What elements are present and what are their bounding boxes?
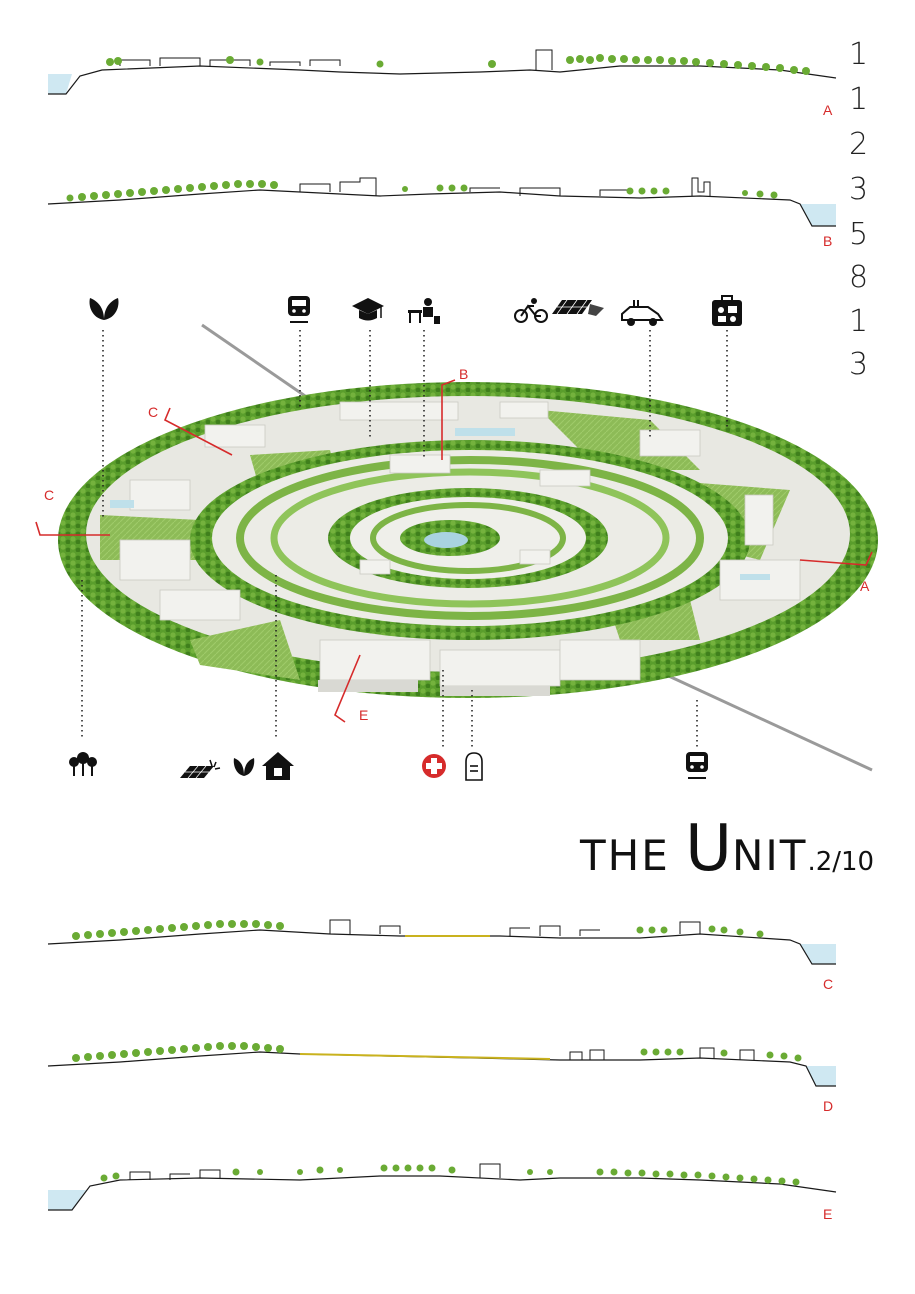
trees-icon — [69, 752, 97, 776]
title-word-nit: NIT — [731, 831, 808, 880]
section-d — [47, 1042, 836, 1087]
gravestone-icon — [465, 752, 483, 781]
leaf-icon — [89, 298, 119, 320]
building-skyline — [129, 1163, 501, 1180]
section-c — [47, 919, 836, 965]
title-page-number: .2/10 — [807, 847, 875, 877]
building-blocks — [119, 401, 801, 687]
sequence-number: 1 — [849, 37, 869, 72]
ground-line — [47, 189, 836, 227]
sequence-number: 1 — [849, 82, 869, 117]
section-label-b: B — [823, 233, 833, 249]
ground-line — [48, 65, 837, 95]
cut-line-c — [163, 407, 233, 456]
railway-line — [659, 670, 873, 772]
title-word-the: THE — [580, 831, 686, 880]
plan-cut-label-a: A — [860, 578, 870, 594]
ground-line — [47, 1051, 836, 1087]
cut-line-a — [799, 551, 873, 566]
ground-line — [48, 1175, 837, 1211]
plan-cut-label-c-top: C — [148, 404, 159, 420]
project-title: THE UNIT.2/10 — [580, 812, 874, 886]
masterplan — [35, 323, 878, 772]
section-e — [48, 1163, 837, 1211]
medical-cross-icon — [422, 754, 446, 778]
water-body — [48, 1190, 86, 1210]
section-label-e: E — [823, 1206, 833, 1222]
sequence-number: 3 — [849, 172, 869, 207]
section-a — [48, 49, 837, 95]
icon-leader-lines — [81, 330, 728, 750]
train-icon — [686, 752, 708, 779]
leaf-icon — [233, 758, 255, 776]
bicycle-icon — [514, 298, 548, 323]
section-b — [47, 177, 836, 227]
desk-worker-icon — [408, 298, 440, 324]
house-icon — [262, 752, 294, 780]
cut-line-e — [334, 654, 361, 723]
sequence-number: 3 — [849, 347, 869, 382]
title-letter-u: U — [685, 812, 732, 886]
plan-cut-label-b: B — [459, 366, 469, 382]
water-body — [48, 74, 72, 94]
tree-row — [72, 920, 764, 940]
steps — [318, 680, 550, 696]
building-skyline — [329, 919, 701, 936]
building-skyline — [299, 177, 711, 196]
lawn-area — [190, 620, 300, 680]
building-skyline — [569, 1047, 755, 1060]
section-label-c: C — [823, 976, 834, 992]
train-icon — [288, 296, 310, 323]
pools — [110, 428, 770, 580]
terrace-ring — [270, 468, 670, 608]
sequence-number: 1 — [849, 304, 869, 339]
cut-line-b — [441, 379, 456, 460]
graduation-cap-icon — [352, 298, 384, 321]
tree-row — [66, 180, 778, 202]
sequence-number: 5 — [849, 217, 869, 252]
terrace-ring — [370, 502, 566, 574]
solar-panel-icon — [552, 299, 604, 316]
tree-row — [106, 54, 810, 75]
solar-panel-icon — [180, 759, 221, 779]
ground-line — [47, 929, 836, 965]
electric-car-icon — [621, 300, 664, 326]
section-label-a: A — [823, 102, 833, 118]
sports-field — [299, 1053, 551, 1060]
plan-cut-label-c-left: C — [44, 487, 55, 503]
tree-row — [100, 1164, 800, 1186]
sequence-number: 2 — [849, 127, 869, 162]
luggage-icon — [712, 295, 742, 326]
central-pond — [424, 532, 468, 548]
section-cut-lines — [35, 379, 873, 723]
tree-row — [72, 1042, 802, 1062]
sequence-number: 8 — [849, 260, 869, 295]
plan-cut-label-e: E — [359, 707, 369, 723]
section-label-d: D — [823, 1098, 834, 1114]
cut-line-c-left — [35, 521, 110, 536]
terrace-ring — [236, 456, 704, 620]
